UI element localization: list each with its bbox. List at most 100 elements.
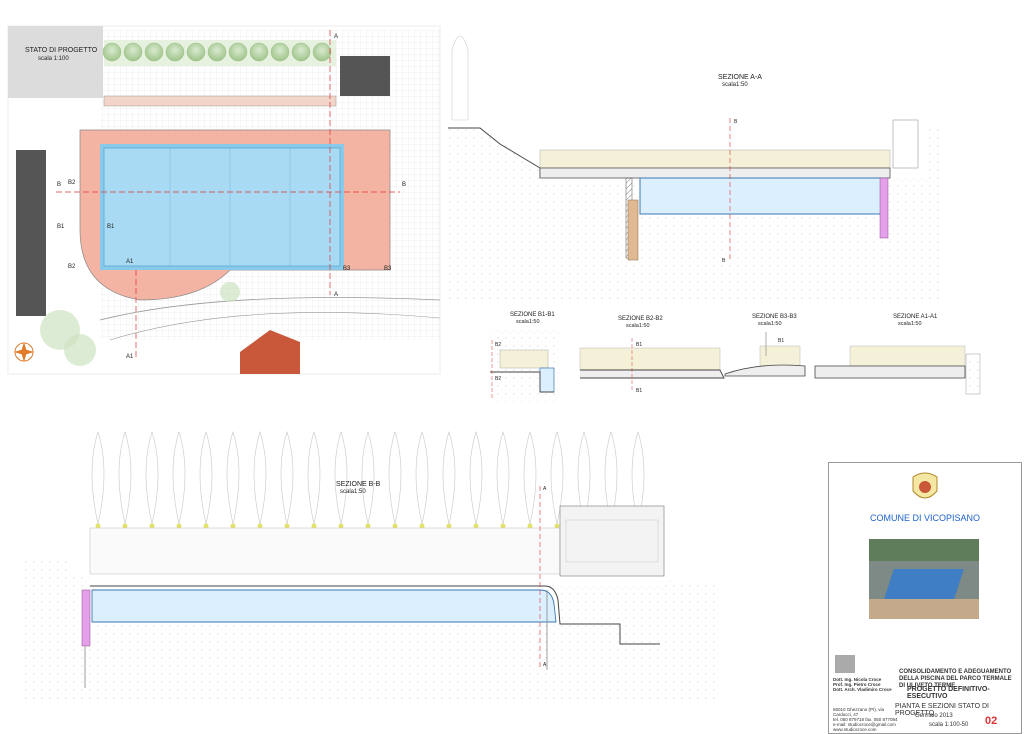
tree-icon <box>469 431 483 525</box>
tree-icon <box>270 42 290 62</box>
tree-icon <box>496 431 510 525</box>
tree-icon <box>523 431 537 525</box>
shrub-icon <box>203 523 209 529</box>
tree-icon <box>631 431 645 525</box>
tree-icon <box>253 431 267 525</box>
section-b2b2: SEZIONE B2-B2 scala1:50 B1 B1 <box>579 316 725 394</box>
tree-icon <box>91 431 105 525</box>
section-aa-marker-bottom: B <box>722 258 726 264</box>
plan-section-markers: A A B B B1 B1 B2 B2 B3 B3 A1 A1 <box>57 34 406 360</box>
tree-icon <box>118 431 132 525</box>
section-b2b2-marker-bottom: B1 <box>636 388 642 394</box>
tree-icon <box>249 42 269 62</box>
tree-icon <box>228 42 248 62</box>
studio-address: 56010 Ghezzano (PI), via Carducci, 47 te… <box>833 707 898 732</box>
tree-icon <box>144 42 164 62</box>
marker-a1-top: A1 <box>126 259 134 265</box>
section-a1a1: SEZIONE A1-A1 scala1:50 <box>814 314 981 395</box>
marker-a-top: A <box>334 34 338 40</box>
section-bb-marker-top: A <box>543 486 547 492</box>
section-bb-marker-bottom: A <box>543 662 547 668</box>
shrub-icon <box>527 523 533 529</box>
sheet-title: PIANTA E SEZIONI STATO DI PROGETTO <box>895 703 989 717</box>
section-b1b1-scale: scala1:50 <box>516 319 540 325</box>
marker-b1-left: B1 <box>57 224 65 230</box>
shrub-icon <box>284 523 290 529</box>
tree-icon <box>312 42 332 62</box>
shrub-icon <box>500 523 506 529</box>
shrub-icon <box>419 523 425 529</box>
section-bb-scale: scala1:50 <box>340 489 366 495</box>
section-b3b3: SEZIONE B3-B3 scala1:50 B1 <box>724 314 806 377</box>
marker-a-bottom: A <box>334 292 338 298</box>
section-aa-marker-top: B <box>734 119 738 125</box>
section-b2b2-title: SEZIONE B2-B2 <box>618 316 663 322</box>
section-bb-pool <box>91 589 557 623</box>
section-a1a1-scale: scala1:50 <box>898 321 922 327</box>
tree-icon <box>604 431 618 525</box>
title-block: COMUNE DI VICOPISANO Dott. Ing. Nicola C… <box>828 462 1022 734</box>
project-title: CONSOLIDAMENTO E ADEGUAMENTO DELLA PISCI… <box>899 669 1012 689</box>
tree-row <box>102 40 336 66</box>
section-bb-title: SEZIONE B-B <box>336 481 381 488</box>
sheet-date: Gennaio 2013 <box>915 713 953 719</box>
building-block-west <box>16 150 46 316</box>
service-building <box>559 505 665 577</box>
section-b1b1-marker-bottom: B2 <box>495 376 501 382</box>
building-block <box>340 56 390 96</box>
marker-a1-bottom: A1 <box>126 354 134 360</box>
section-b3b3-scale: scala1:50 <box>758 321 782 327</box>
tree-icon <box>388 431 402 525</box>
shrub-icon <box>365 523 371 529</box>
studio-names: Dott. Ing. Nicola Croce Prof. Ing. Pietr… <box>833 677 892 692</box>
roof-block <box>240 330 300 374</box>
shrub-icon <box>392 523 398 529</box>
section-b1b1: SEZIONE B1-B1 scala1:50 B2 B2 <box>490 312 560 402</box>
shrub-icon <box>446 523 452 529</box>
section-a1a1-title: SEZIONE A1-A1 <box>893 314 938 320</box>
shrub-icon <box>338 523 344 529</box>
marker-b3-left: B3 <box>343 266 351 272</box>
site-plan: STATO DI PROGETTO scala 1:100 A A B B B1… <box>7 25 441 375</box>
shrub-icon <box>149 523 155 529</box>
section-b3b3-marker: B1 <box>778 338 784 344</box>
project-phase: PROGETTO DEFINITIVO-ESECUTIVO <box>907 686 990 700</box>
plan-title: STATO DI PROGETTO <box>25 47 98 54</box>
marker-b3-right: B3 <box>384 266 392 272</box>
studio-logo <box>835 655 855 673</box>
comune-name: COMUNE DI VICOPISANO <box>869 513 980 523</box>
section-b2b2-marker-top: B1 <box>636 342 642 348</box>
section-aa: SEZIONE A-A scala1:50 B B <box>448 35 940 300</box>
tree-icon <box>361 431 375 525</box>
shrub-icon <box>95 523 101 529</box>
tree-icon <box>102 42 122 62</box>
section-aa-title: SEZIONE A-A <box>718 74 762 81</box>
marker-b2-bottom: B2 <box>68 264 76 270</box>
marker-b-left: B <box>57 182 61 188</box>
plan-scale: scala 1:100 <box>38 56 69 62</box>
shrub-icon <box>230 523 236 529</box>
shrub-icon <box>473 523 479 529</box>
tree-icon <box>123 42 143 62</box>
tree-icon <box>291 42 311 62</box>
tree-icon <box>207 42 227 62</box>
shrub-icon <box>257 523 263 529</box>
shrub-icon <box>554 523 560 529</box>
tree-icon <box>186 42 206 62</box>
shrub-icon <box>311 523 317 529</box>
sheet-number: 02 <box>985 715 998 727</box>
marker-b2-top: B2 <box>68 180 76 186</box>
tree-icon <box>280 431 294 525</box>
shrub-icon <box>122 523 128 529</box>
tree-icon <box>199 431 213 525</box>
tree-icon <box>442 431 456 525</box>
tree-icon <box>577 431 591 525</box>
section-b1b1-marker-top: B2 <box>495 342 501 348</box>
section-aa-pool <box>639 177 886 215</box>
marker-b-right: B <box>402 182 406 188</box>
pool-water <box>103 147 341 267</box>
tree-icon <box>415 431 429 525</box>
north-arrow-icon <box>14 342 34 362</box>
section-aa-scale: scala1:50 <box>722 82 748 88</box>
